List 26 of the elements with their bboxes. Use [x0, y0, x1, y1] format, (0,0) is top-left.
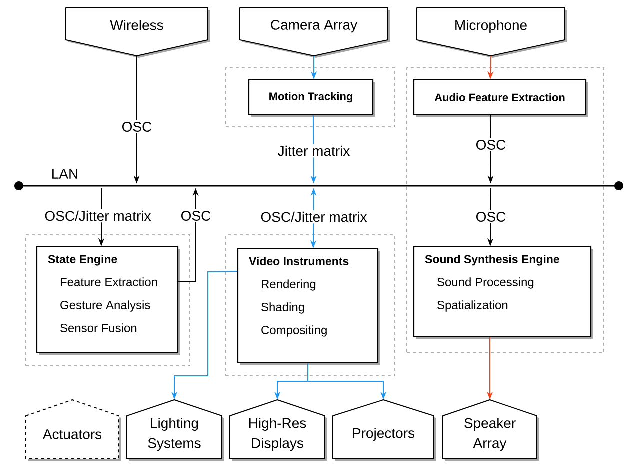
input-source: Microphone — [416, 8, 567, 58]
output-device: High-Res Displays — [230, 400, 327, 461]
module-group — [26, 234, 190, 366]
input-source: Camera Array — [240, 8, 390, 58]
process-box: Audio Feature Extraction — [413, 79, 588, 117]
module-group — [226, 68, 396, 128]
input-source: Wireless — [66, 8, 210, 58]
edge-label: OSC/Jitter matrix — [259, 210, 369, 224]
module-group — [226, 234, 396, 376]
edge-label: OSC — [120, 120, 154, 134]
network-bus: LAN — [14, 169, 624, 190]
process-box: Motion Tracking — [248, 79, 375, 117]
output-device: Speaker Array — [442, 400, 539, 461]
process-box: State Engine Feature Extraction Gesture Analysis Sensor Fusion — [36, 246, 180, 355]
output-device: Lighting Systems — [126, 400, 224, 461]
output-device: Projectors — [332, 400, 436, 461]
output-device: Actuators — [26, 400, 121, 461]
process-box: Sound Synthesis Engine Sound Processing Spatialization — [413, 246, 593, 339]
edge-label: OSC — [474, 210, 508, 224]
edge-label: OSC — [474, 138, 508, 152]
edge-label: Jitter matrix — [276, 144, 352, 158]
module-group — [406, 68, 604, 354]
edge-label: OSC — [179, 210, 213, 222]
edge-label: OSC/Jitter matrix — [43, 209, 153, 223]
process-box: Video Instruments Rendering Shading Compositing — [237, 248, 380, 365]
node-label: LAN — [52, 169, 78, 179]
